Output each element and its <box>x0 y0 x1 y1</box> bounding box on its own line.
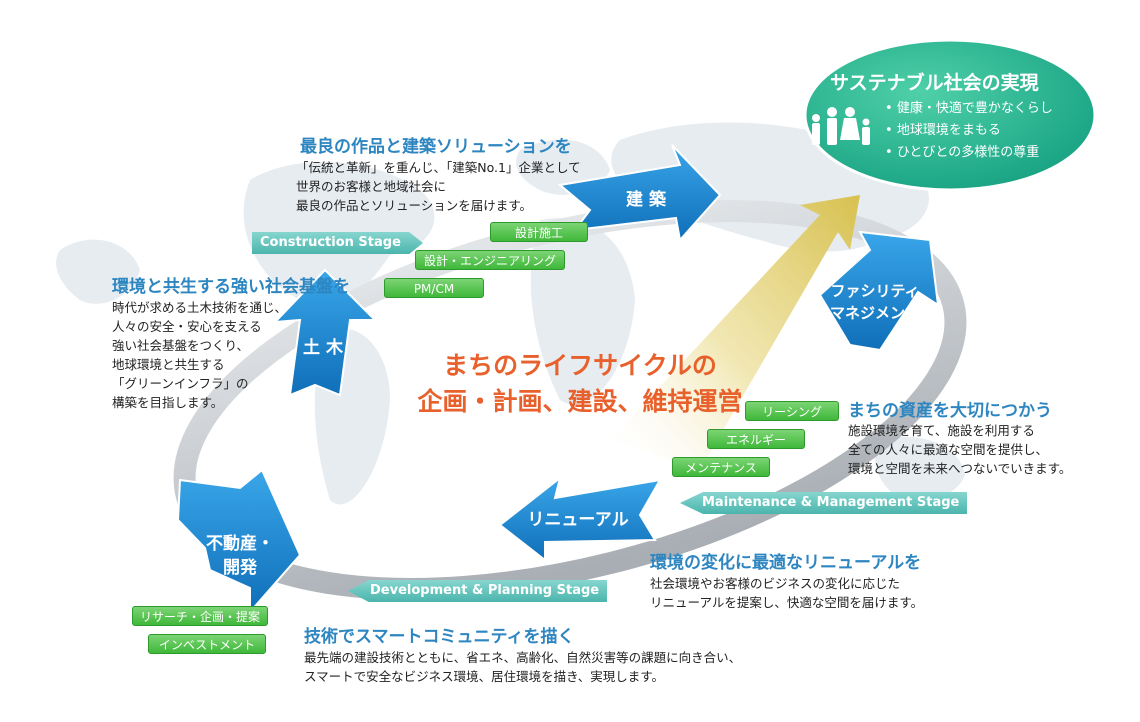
pill-leasing: リーシング <box>745 401 839 421</box>
goal-ellipse <box>803 38 1097 192</box>
pill-research: リサーチ・企画・提案 <box>132 606 268 626</box>
body-facility: 施設環境を育て、施設を利用する 全ての人々に最適な空間を提供し、 環境と空間を未… <box>848 423 1072 476</box>
phase-label-architecture: 建 築 <box>626 190 666 210</box>
pill-pmcm: PM/CM <box>384 278 484 298</box>
stage-construction: Construction Stage <box>252 232 423 254</box>
phase-label-facility: ファシリティ マネジメント <box>820 280 930 324</box>
phase-label-realestate: 不動産・ 開発 <box>200 532 280 580</box>
arrow-renewal <box>498 475 662 563</box>
phase-label-civil: 土 木 <box>303 338 343 358</box>
goal-item-text: 地球環境をまもる <box>896 123 1001 138</box>
phase-arrows <box>176 144 940 615</box>
arrow-architecture <box>557 144 722 243</box>
goal-item-text: 健康・快適で豊かなくらし <box>896 101 1053 116</box>
goal-item: • ひとびとの多様性の尊重 <box>885 145 1040 160</box>
goal-title: サステナブル社会の実現 <box>830 72 1039 94</box>
pill-energy: エネルギー <box>707 429 805 449</box>
phase-label-realestate-line2: 開発 <box>223 558 257 578</box>
phase-label-facility-line2: マネジメント <box>829 304 920 322</box>
stage-maintenance: Maintenance & Management Stage <box>680 492 968 514</box>
center-title-line2: 企画・計画、建設、維持運営 <box>417 387 743 416</box>
pill-design-build: 設計施工 <box>490 222 588 242</box>
pill-maintenance: メンテナンス <box>672 457 770 477</box>
arrow-realestate <box>176 468 302 615</box>
center-title: まちのライフサイクルの 企画・計画、建設、維持運営 <box>410 348 750 420</box>
stage-development: Development & Planning Stage <box>348 580 608 602</box>
body-renewal: 社会環境やお客様のビジネスの変化に応じた リニューアルを提案し、快適な空間を届け… <box>650 576 924 610</box>
heading-renewal: 環境の変化に最適なリニューアルを <box>650 553 922 573</box>
center-title-line1: まちのライフサイクルの <box>443 351 717 380</box>
phase-label-facility-line1: ファシリティ <box>830 282 920 300</box>
growth-beam <box>610 195 860 470</box>
goal-item-text: ひとびとの多様性の尊重 <box>896 145 1040 160</box>
heading-facility: まちの資産を大切につかう <box>848 401 1052 421</box>
family-icon <box>812 107 870 145</box>
arrow-civil <box>272 268 378 397</box>
phase-label-renewal: リニューアル <box>527 510 629 530</box>
heading-civil: 環境と共生する強い社会基盤を <box>112 277 350 297</box>
pill-investment: インベストメント <box>148 634 266 654</box>
body-development: 最先端の建設技術とともに、省エネ、高齢化、自然災害等の課題に向き合い、 スマート… <box>304 650 742 684</box>
heading-architecture: 最良の作品と建築ソリューションを <box>300 137 572 157</box>
goal-item: • 健康・快適で豊かなくらし <box>885 101 1053 116</box>
goal-item: • 地球環境をまもる <box>885 123 1001 138</box>
heading-development: 技術でスマートコミュニティを描く <box>304 627 575 647</box>
pill-engineering: 設計・エンジニアリング <box>415 250 565 270</box>
body-architecture: 「伝統と革新」を重んじ、「建築No.1」企業として 世界のお客様と地域社会に 最… <box>296 160 581 213</box>
phase-label-realestate-line1: 不動産・ <box>206 534 274 554</box>
body-civil: 時代が求める土木技術を通じ、 人々の安全・安心を支える 強い社会基盤をつくり、 … <box>112 300 288 410</box>
arrow-facility <box>818 230 940 352</box>
